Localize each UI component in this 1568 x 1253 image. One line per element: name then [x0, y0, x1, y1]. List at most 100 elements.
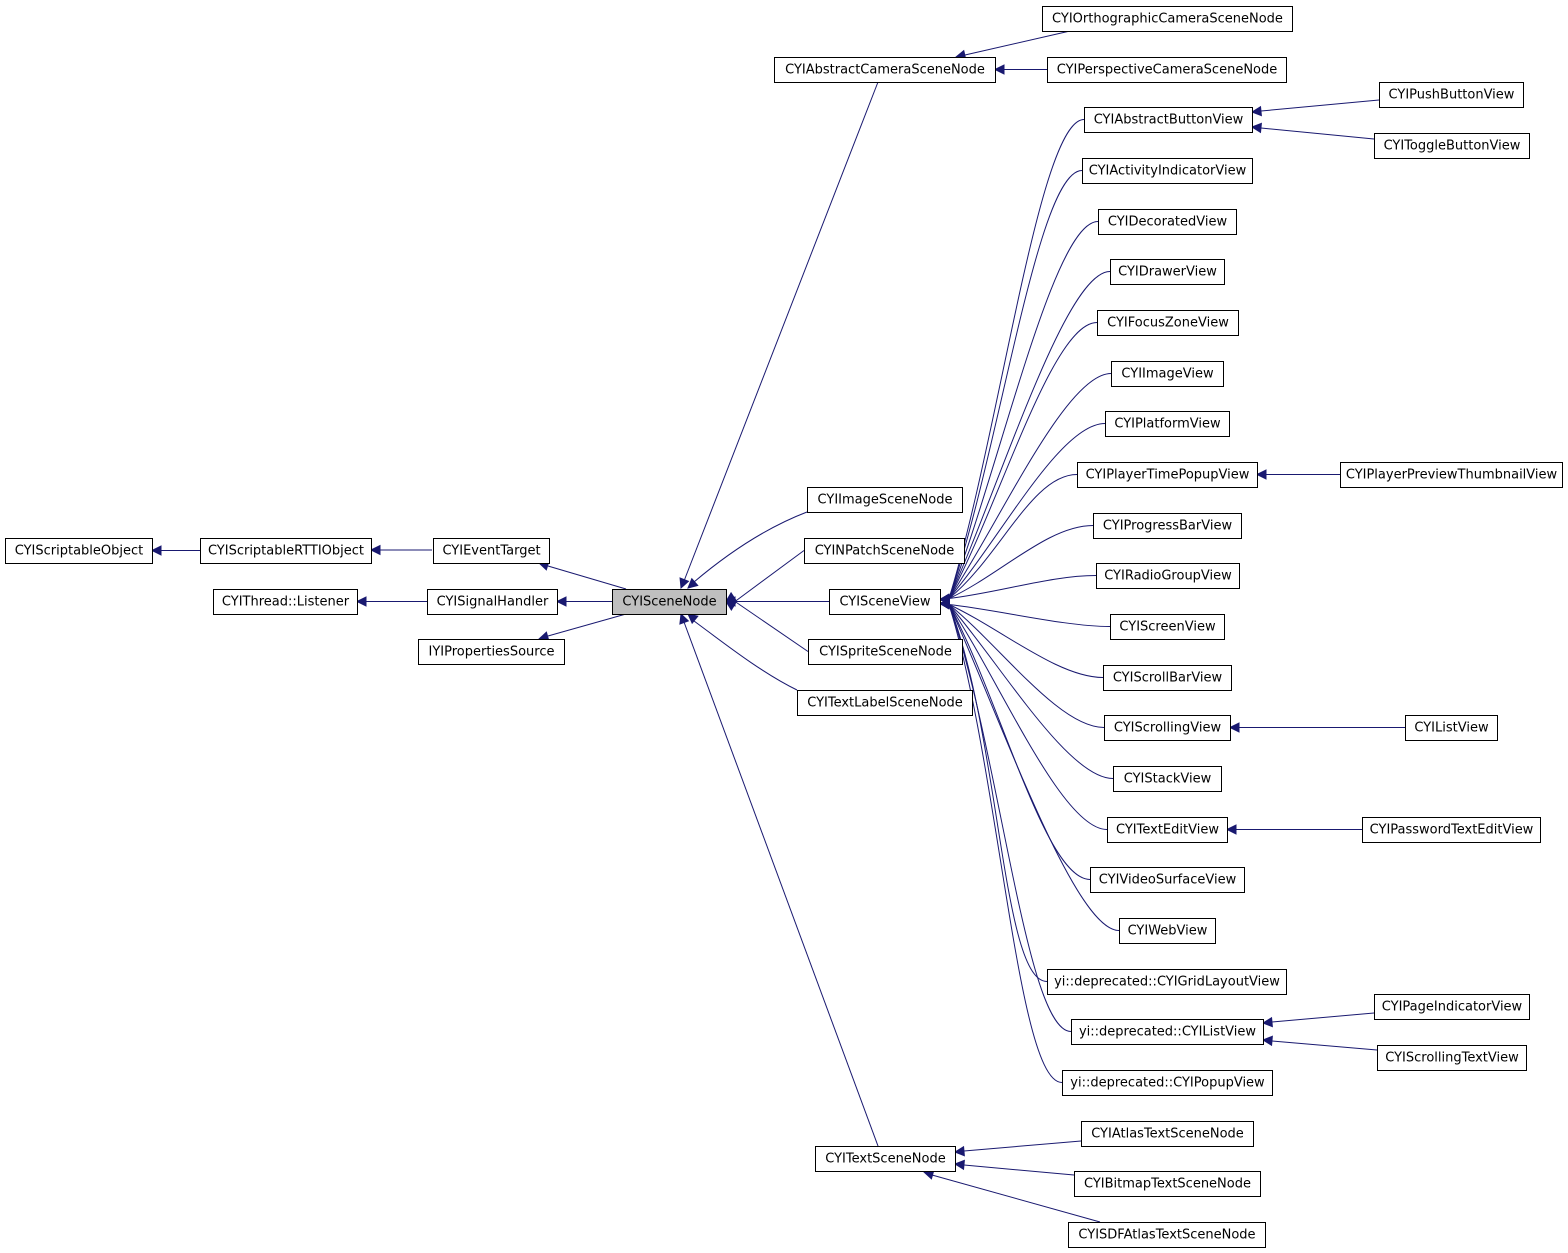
edge-CYIBitmapTextSceneNode-to-CYITextSceneNode: [953, 1159, 1075, 1176]
edge-CYIPopupView-to-CYISceneView: [938, 598, 1063, 1083]
edge-CYISceneNode-to-CYISignalHandler: [555, 596, 612, 607]
class-node-cyiplayer-time-popup-view[interactable]: CYIPlayerTimePopupView: [1077, 462, 1258, 488]
class-label: CYIScrollBarView: [1113, 671, 1223, 686]
class-label: CYIPageIndicatorView: [1382, 1000, 1523, 1015]
class-node-cyiplayer-preview-thumbnail-view[interactable]: CYIPlayerPreviewThumbnailView: [1340, 462, 1563, 488]
class-box: [804, 538, 965, 564]
class-node-cyitoggle-button-view[interactable]: CYIToggleButtonView: [1374, 133, 1530, 159]
class-node-cyiscene-node[interactable]: CYISceneNode: [612, 589, 727, 615]
edge-CYITextSceneNode-to-CYISceneNode: [679, 612, 879, 1147]
edge-line: [964, 30, 1071, 56]
class-node-cyidecorated-view[interactable]: CYIDecoratedView: [1098, 209, 1237, 235]
class-label: CYIPushButtonView: [1389, 88, 1515, 103]
class-node-cyiatlas-text-scene-node[interactable]: CYIAtlasTextSceneNode: [1081, 1121, 1254, 1147]
class-label: CYIWebView: [1128, 924, 1208, 939]
class-node-cyideprecated-list-view[interactable]: yi::deprecated::CYIListView: [1071, 1019, 1264, 1045]
class-label: CYIDecoratedView: [1108, 215, 1228, 230]
class-box: [200, 538, 372, 564]
class-box: [829, 589, 941, 615]
class-node-cyiimage-view[interactable]: CYIImageView: [1111, 361, 1224, 387]
edge-line: [963, 1140, 1082, 1152]
edge-line: [948, 604, 1091, 880]
class-box: [427, 589, 558, 615]
arrowhead-icon: [687, 613, 699, 625]
class-node-cyipush-button-view[interactable]: CYIPushButtonView: [1379, 82, 1524, 108]
class-node-cyiabstract-button-view[interactable]: CYIAbstractButtonView: [1084, 107, 1253, 133]
class-node-cyilist-view[interactable]: CYIListView: [1405, 715, 1498, 741]
class-node-cyigrid-layout-view[interactable]: yi::deprecated::CYIGridLayoutView: [1047, 969, 1287, 995]
class-box: [213, 589, 358, 615]
arrowhead-icon: [938, 598, 950, 610]
class-node-cyisprite-scene-node[interactable]: CYISpriteSceneNode: [808, 639, 963, 665]
class-node-cyibitmap-text-scene-node[interactable]: CYIBitmapTextSceneNode: [1074, 1171, 1261, 1197]
class-box: [807, 487, 963, 513]
class-box: [612, 589, 727, 615]
class-node-cyiscreen-view[interactable]: CYIScreenView: [1110, 614, 1225, 640]
class-node-cyipage-indicator-view[interactable]: CYIPageIndicatorView: [1374, 994, 1530, 1020]
class-box: [1104, 715, 1231, 741]
class-label: CYIImageView: [1121, 367, 1214, 382]
class-box: [1096, 563, 1240, 589]
edge-CYISpriteSceneNode-to-CYISceneNode: [725, 600, 809, 652]
class-node-cyiscrolling-text-view[interactable]: CYIScrollingTextView: [1377, 1045, 1527, 1071]
class-box: [433, 538, 550, 564]
class-node-cyiscene-view[interactable]: CYISceneView: [829, 589, 941, 615]
class-node-cyiprogress-bar-view[interactable]: CYIProgressBarView: [1093, 513, 1242, 539]
edge-line: [547, 565, 627, 590]
class-node-cyiimage-scene-node[interactable]: CYIImageSceneNode: [807, 487, 963, 513]
class-node-cyithread-listener[interactable]: CYIThread::Listener: [213, 589, 358, 615]
class-node-cyipopup-view[interactable]: yi::deprecated::CYIPopupView: [1062, 1070, 1273, 1096]
class-label: CYIPlayerPreviewThumbnailView: [1346, 468, 1558, 483]
class-node-iyiproperties-source[interactable]: IYIPropertiesSource: [418, 639, 565, 665]
class-label: CYISignalHandler: [437, 595, 549, 610]
class-node-cyidrawer-view[interactable]: CYIDrawerView: [1110, 259, 1225, 285]
edge-line: [948, 474, 1078, 599]
class-node-cyiscroll-bar-view[interactable]: CYIScrollBarView: [1103, 665, 1232, 691]
class-node-cyiscrolling-view[interactable]: CYIScrollingView: [1104, 715, 1231, 741]
arrowhead-icon: [1261, 1016, 1273, 1028]
class-node-cyiweb-view[interactable]: CYIWebView: [1119, 918, 1216, 944]
class-box: [808, 639, 963, 665]
class-node-cyiradio-group-view[interactable]: CYIRadioGroupView: [1096, 563, 1240, 589]
edge-CYISignalHandler-to-CYIThreadListener: [355, 596, 427, 607]
class-node-cyisdfatlas-text-scene-node[interactable]: CYISDFAtlasTextSceneNode: [1068, 1222, 1266, 1248]
class-node-cyiscriptable-rttiobject[interactable]: CYIScriptableRTTIObject: [200, 538, 372, 564]
class-node-cyistack-view[interactable]: CYIStackView: [1113, 766, 1222, 792]
class-label: CYIBitmapTextSceneNode: [1084, 1177, 1251, 1192]
class-node-cyivideo-surface-view[interactable]: CYIVideoSurfaceView: [1090, 867, 1245, 893]
edge-line: [948, 322, 1098, 599]
class-node-cyiperspective-camera-scene-node[interactable]: CYIPerspectiveCameraSceneNode: [1047, 57, 1287, 83]
class-box: [774, 57, 996, 83]
class-label: CYIActivityIndicatorView: [1089, 164, 1247, 179]
arrowhead-icon: [953, 1159, 965, 1171]
class-label: CYIThread::Listener: [222, 595, 350, 610]
class-node-cyievent-target[interactable]: CYIEventTarget: [433, 538, 550, 564]
class-node-cyipassword-text-edit-view[interactable]: CYIPasswordTextEditView: [1362, 817, 1541, 843]
edge-CYIPerspectiveCameraSceneNode-to-CYIAbstractCameraSceneNode: [993, 64, 1047, 75]
class-node-cyiorthographic-camera-scene-node[interactable]: CYIOrthographicCameraSceneNode: [1042, 6, 1293, 32]
edge-CYIPushButtonView-to-CYIAbstractButtonView: [1250, 99, 1380, 117]
class-box: [1119, 918, 1216, 944]
class-node-cyifocus-zone-view[interactable]: CYIFocusZoneView: [1097, 310, 1239, 336]
class-node-cyiscriptable-object[interactable]: CYIScriptableObject: [5, 538, 153, 564]
edge-CYIScrollingTextView-to-CYIDeprecatedListView: [1261, 1035, 1378, 1051]
class-node-cyiplatform-view[interactable]: CYIPlatformView: [1105, 411, 1230, 437]
class-node-cyisignal-handler[interactable]: CYISignalHandler: [427, 589, 558, 615]
class-node-cyitext-edit-view[interactable]: CYITextEditView: [1107, 817, 1228, 843]
edge-line: [1271, 1040, 1378, 1051]
class-box: [1084, 107, 1253, 133]
class-node-cyitext-label-scene-node[interactable]: CYITextLabelSceneNode: [797, 690, 973, 716]
class-node-cyiactivity-indicator-view[interactable]: CYIActivityIndicatorView: [1082, 158, 1253, 184]
edge-line: [948, 604, 1105, 728]
nodes-layer: CYIScriptableObject CYIScriptableRTTIObje…: [5, 6, 1563, 1248]
class-node-cyiabstract-camera-scene-node[interactable]: CYIAbstractCameraSceneNode: [774, 57, 996, 83]
arrowhead-icon: [1225, 824, 1237, 835]
class-label: CYIAtlasTextSceneNode: [1091, 1127, 1244, 1142]
class-label: CYIPerspectiveCameraSceneNode: [1057, 63, 1278, 78]
class-node-cyinpatch-scene-node[interactable]: CYINPatchSceneNode: [804, 538, 965, 564]
class-node-cyitext-scene-node[interactable]: CYITextSceneNode: [815, 1146, 956, 1172]
arrowhead-icon: [993, 64, 1005, 75]
edge-line: [948, 604, 1072, 1032]
class-label: CYIDrawerView: [1118, 265, 1217, 280]
class-label: CYIPasswordTextEditView: [1370, 823, 1534, 838]
